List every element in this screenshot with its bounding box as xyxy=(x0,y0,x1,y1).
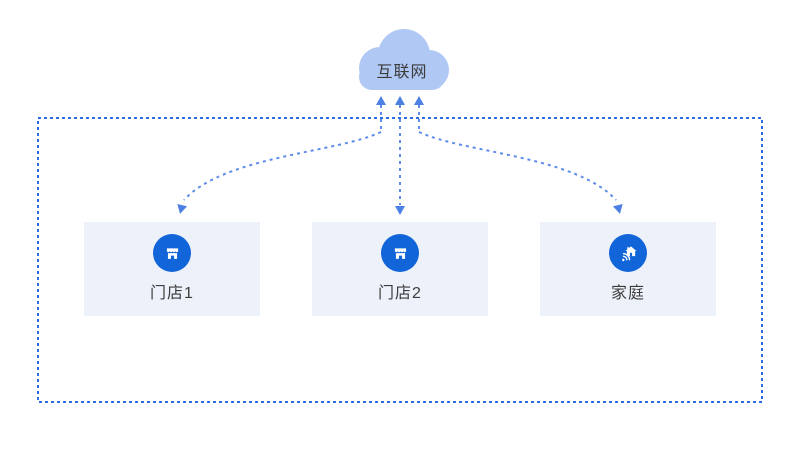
node-store2: 门店2 xyxy=(312,222,488,316)
node-store1-label: 门店1 xyxy=(150,285,194,302)
storefront-icon xyxy=(381,234,419,272)
arrowhead-up-center xyxy=(395,96,405,105)
smart-home-wifi-icon xyxy=(609,234,647,272)
node-home-label: 家庭 xyxy=(610,285,645,302)
node-home: 家庭 xyxy=(540,222,716,316)
internet-cloud: 互联网 xyxy=(354,28,450,90)
arrowhead-down-home xyxy=(612,203,623,214)
arrowhead-up-right xyxy=(414,96,424,105)
connector-curve-home xyxy=(418,131,617,201)
storefront-icon xyxy=(153,234,191,272)
node-store2-label: 门店2 xyxy=(378,285,422,302)
cloud-icon xyxy=(359,29,449,90)
arrowhead-down-store1 xyxy=(177,203,188,214)
arrowhead-up-left xyxy=(376,96,386,105)
lan-boundary-dashed-rect xyxy=(37,117,763,403)
node-store1: 门店1 xyxy=(84,222,260,316)
connector-curve-store1 xyxy=(183,131,382,201)
arrowhead-down-store2 xyxy=(395,206,405,215)
internet-label: 互联网 xyxy=(376,64,428,81)
